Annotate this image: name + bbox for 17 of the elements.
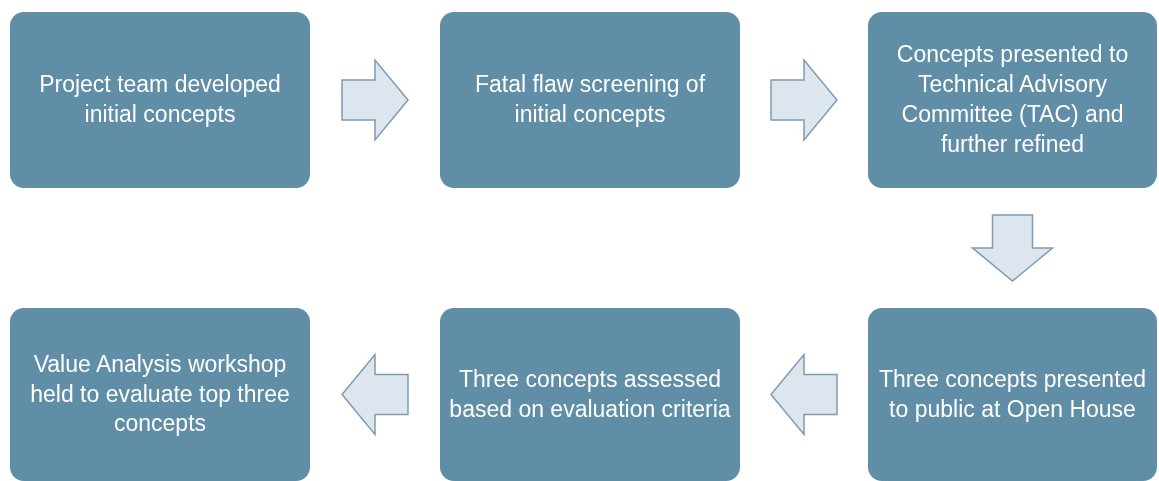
process-box (440, 12, 740, 188)
process-box (868, 308, 1157, 481)
block-arrow (341, 352, 409, 437)
process-box (440, 308, 740, 481)
step-text: Project team developed initial concepts (38, 70, 282, 129)
block-arrow (341, 57, 409, 143)
block-arrow (970, 214, 1055, 282)
step-text: Concepts presented to Technical Advisory Committee (TAC) and further refined (895, 40, 1130, 159)
step-text: Value Analysis workshop held to evaluate top three concepts (29, 349, 291, 439)
block-arrow (770, 57, 838, 143)
process-box (10, 308, 310, 481)
block-arrow (770, 352, 838, 437)
step-text: Three concepts assessed based on evaluation criteria (448, 364, 732, 424)
process-box (868, 12, 1157, 188)
step-text: Fatal flaw screening of initial concepts (473, 70, 707, 129)
step-text: Three concepts presented to public at Open House (877, 364, 1148, 424)
process-box (10, 12, 310, 188)
